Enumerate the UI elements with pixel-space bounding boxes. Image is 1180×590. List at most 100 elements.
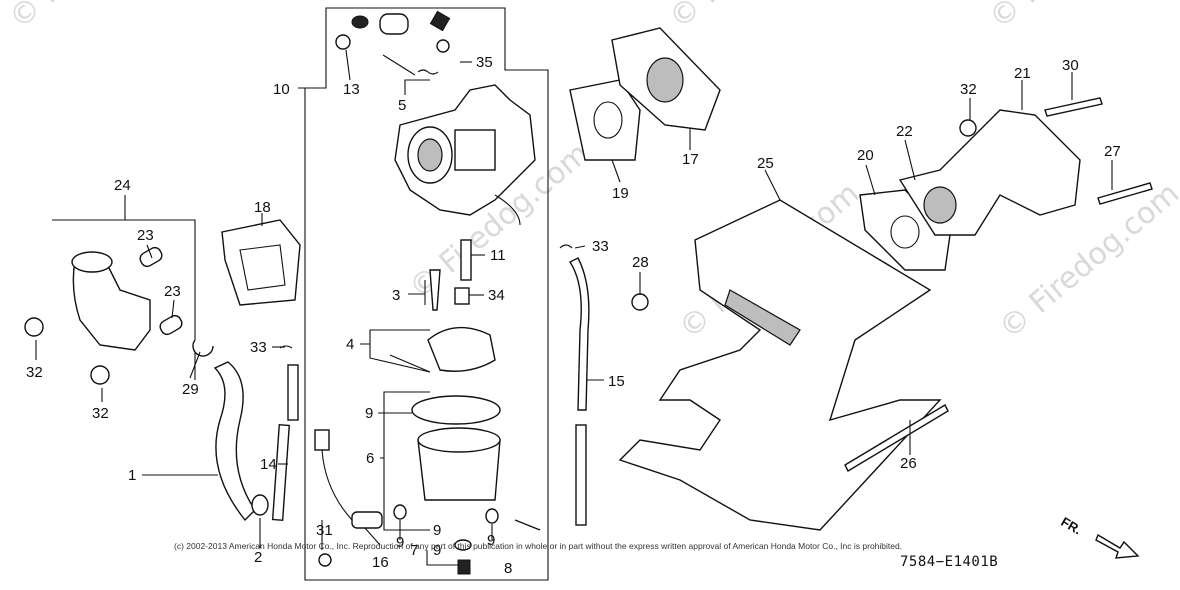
tube-15b xyxy=(575,424,587,526)
washer-9c xyxy=(454,539,472,551)
carburetor-vent-tube xyxy=(494,194,521,226)
watermark-text: © Firedog.com xyxy=(3,0,196,36)
callout-23b: 23 xyxy=(164,283,181,300)
callout-9b: 9 xyxy=(433,522,441,539)
nut-32c xyxy=(959,119,977,137)
nut-32b xyxy=(90,365,110,385)
front-arrow-icon xyxy=(1095,533,1140,559)
callout-22: 22 xyxy=(896,123,913,140)
callout-17: 17 xyxy=(682,151,699,168)
cap-23b xyxy=(159,314,183,336)
callout-7: 8 xyxy=(504,560,512,577)
bolt-7 xyxy=(457,559,471,575)
bracket-24 xyxy=(52,219,196,380)
callout-9c: 9 xyxy=(433,542,441,559)
callout-26: 26 xyxy=(900,455,917,472)
gasket-9 xyxy=(411,395,501,425)
callout-29: 27 xyxy=(1104,143,1121,160)
manifold-group xyxy=(859,97,1153,271)
knob-part xyxy=(429,10,451,32)
carburetor-bore xyxy=(417,138,443,172)
callout-10: 10 xyxy=(273,81,290,98)
callout-9-top: 9 xyxy=(365,405,373,422)
gasket-19-hole xyxy=(593,101,623,139)
callout-20: 20 xyxy=(857,147,874,164)
tube-15a xyxy=(568,257,590,411)
callout-33: 33 xyxy=(250,339,267,356)
gasket-18-inner xyxy=(239,244,286,291)
callout-9d: 9 xyxy=(487,532,495,549)
washer-9 xyxy=(393,504,407,520)
nut-32a xyxy=(24,317,44,337)
callout-27: 28 xyxy=(632,254,649,271)
screw-11 xyxy=(335,34,351,50)
clip-33b xyxy=(559,244,573,249)
callout-1: 1 xyxy=(128,467,136,484)
gasket-20-hole xyxy=(890,215,920,249)
callout-32c: 32 xyxy=(960,81,977,98)
cap-small xyxy=(351,15,369,29)
spring-5 xyxy=(417,69,439,75)
callout-30: 30 xyxy=(1062,57,1079,74)
carburetor-bowl-top xyxy=(454,129,496,171)
intake-elbow-group xyxy=(24,219,269,522)
solenoid-16 xyxy=(351,511,383,529)
air-guide-slot xyxy=(724,289,801,346)
callout-6: 6 xyxy=(366,450,374,467)
stud-29 xyxy=(1097,182,1153,205)
callouts: 10 13 5 35 24 23 23 32 32 29 18 1 2 14 3… xyxy=(26,54,1121,577)
gasket-19 xyxy=(569,79,641,161)
jet-13 xyxy=(460,239,472,281)
cap-23a xyxy=(139,246,163,268)
callout-9a: 9 xyxy=(396,534,404,551)
callout-8: 7 xyxy=(410,542,418,559)
elbow-mouth xyxy=(71,251,113,273)
callout-18: 18 xyxy=(254,199,271,216)
callout-32: 32 xyxy=(26,364,43,381)
float-4 xyxy=(427,326,496,372)
callout-21: 21 xyxy=(1014,65,1031,82)
callout-13: 11 xyxy=(490,247,506,264)
callout-15: 15 xyxy=(608,373,625,390)
spring-34 xyxy=(454,287,470,305)
callout-4: 4 xyxy=(346,336,354,353)
insulator-17-hole xyxy=(646,57,684,103)
tube-14b xyxy=(271,424,291,521)
gasket-20 xyxy=(859,189,951,271)
watermark-text: © Firedog.com xyxy=(663,0,856,36)
callout-35: 35 xyxy=(476,54,493,71)
stud-30 xyxy=(1044,97,1103,117)
copyright-notice: (c) 2002-2013 American Honda Motor Co., … xyxy=(174,541,903,551)
callout-2: 2 xyxy=(254,549,262,566)
callout-24: 24 xyxy=(114,177,131,194)
screw-35 xyxy=(436,39,450,53)
tube-14a xyxy=(287,364,299,421)
bolt-27 xyxy=(631,293,649,311)
tube-15-group xyxy=(559,244,590,526)
air-guide-25 xyxy=(618,199,942,531)
clip-2 xyxy=(251,494,269,516)
cap-plug xyxy=(379,13,409,35)
gasket-18 xyxy=(221,219,301,306)
float-pin xyxy=(389,354,431,373)
needle-3 xyxy=(429,269,441,311)
callout-28: 29 xyxy=(182,381,199,398)
manifold-port xyxy=(923,186,957,224)
callout-32b: 32 xyxy=(92,405,109,422)
solenoid-wire xyxy=(321,449,353,521)
drawing-number: 7584−E1401B xyxy=(900,554,999,570)
callout-19: 19 xyxy=(612,185,629,202)
callout-23: 23 xyxy=(137,227,154,244)
stud-26 xyxy=(844,404,949,472)
gasket-group xyxy=(221,27,721,306)
washer-9b xyxy=(485,508,499,524)
callout-34: 34 xyxy=(488,287,505,304)
connector xyxy=(314,429,330,451)
leader-lines xyxy=(35,49,1113,566)
callout-11: 13 xyxy=(343,81,360,98)
bowl-rim xyxy=(417,427,501,453)
elbow-24 xyxy=(72,259,151,351)
callout-14: 14 xyxy=(260,456,277,473)
callout-25: 25 xyxy=(757,155,774,172)
